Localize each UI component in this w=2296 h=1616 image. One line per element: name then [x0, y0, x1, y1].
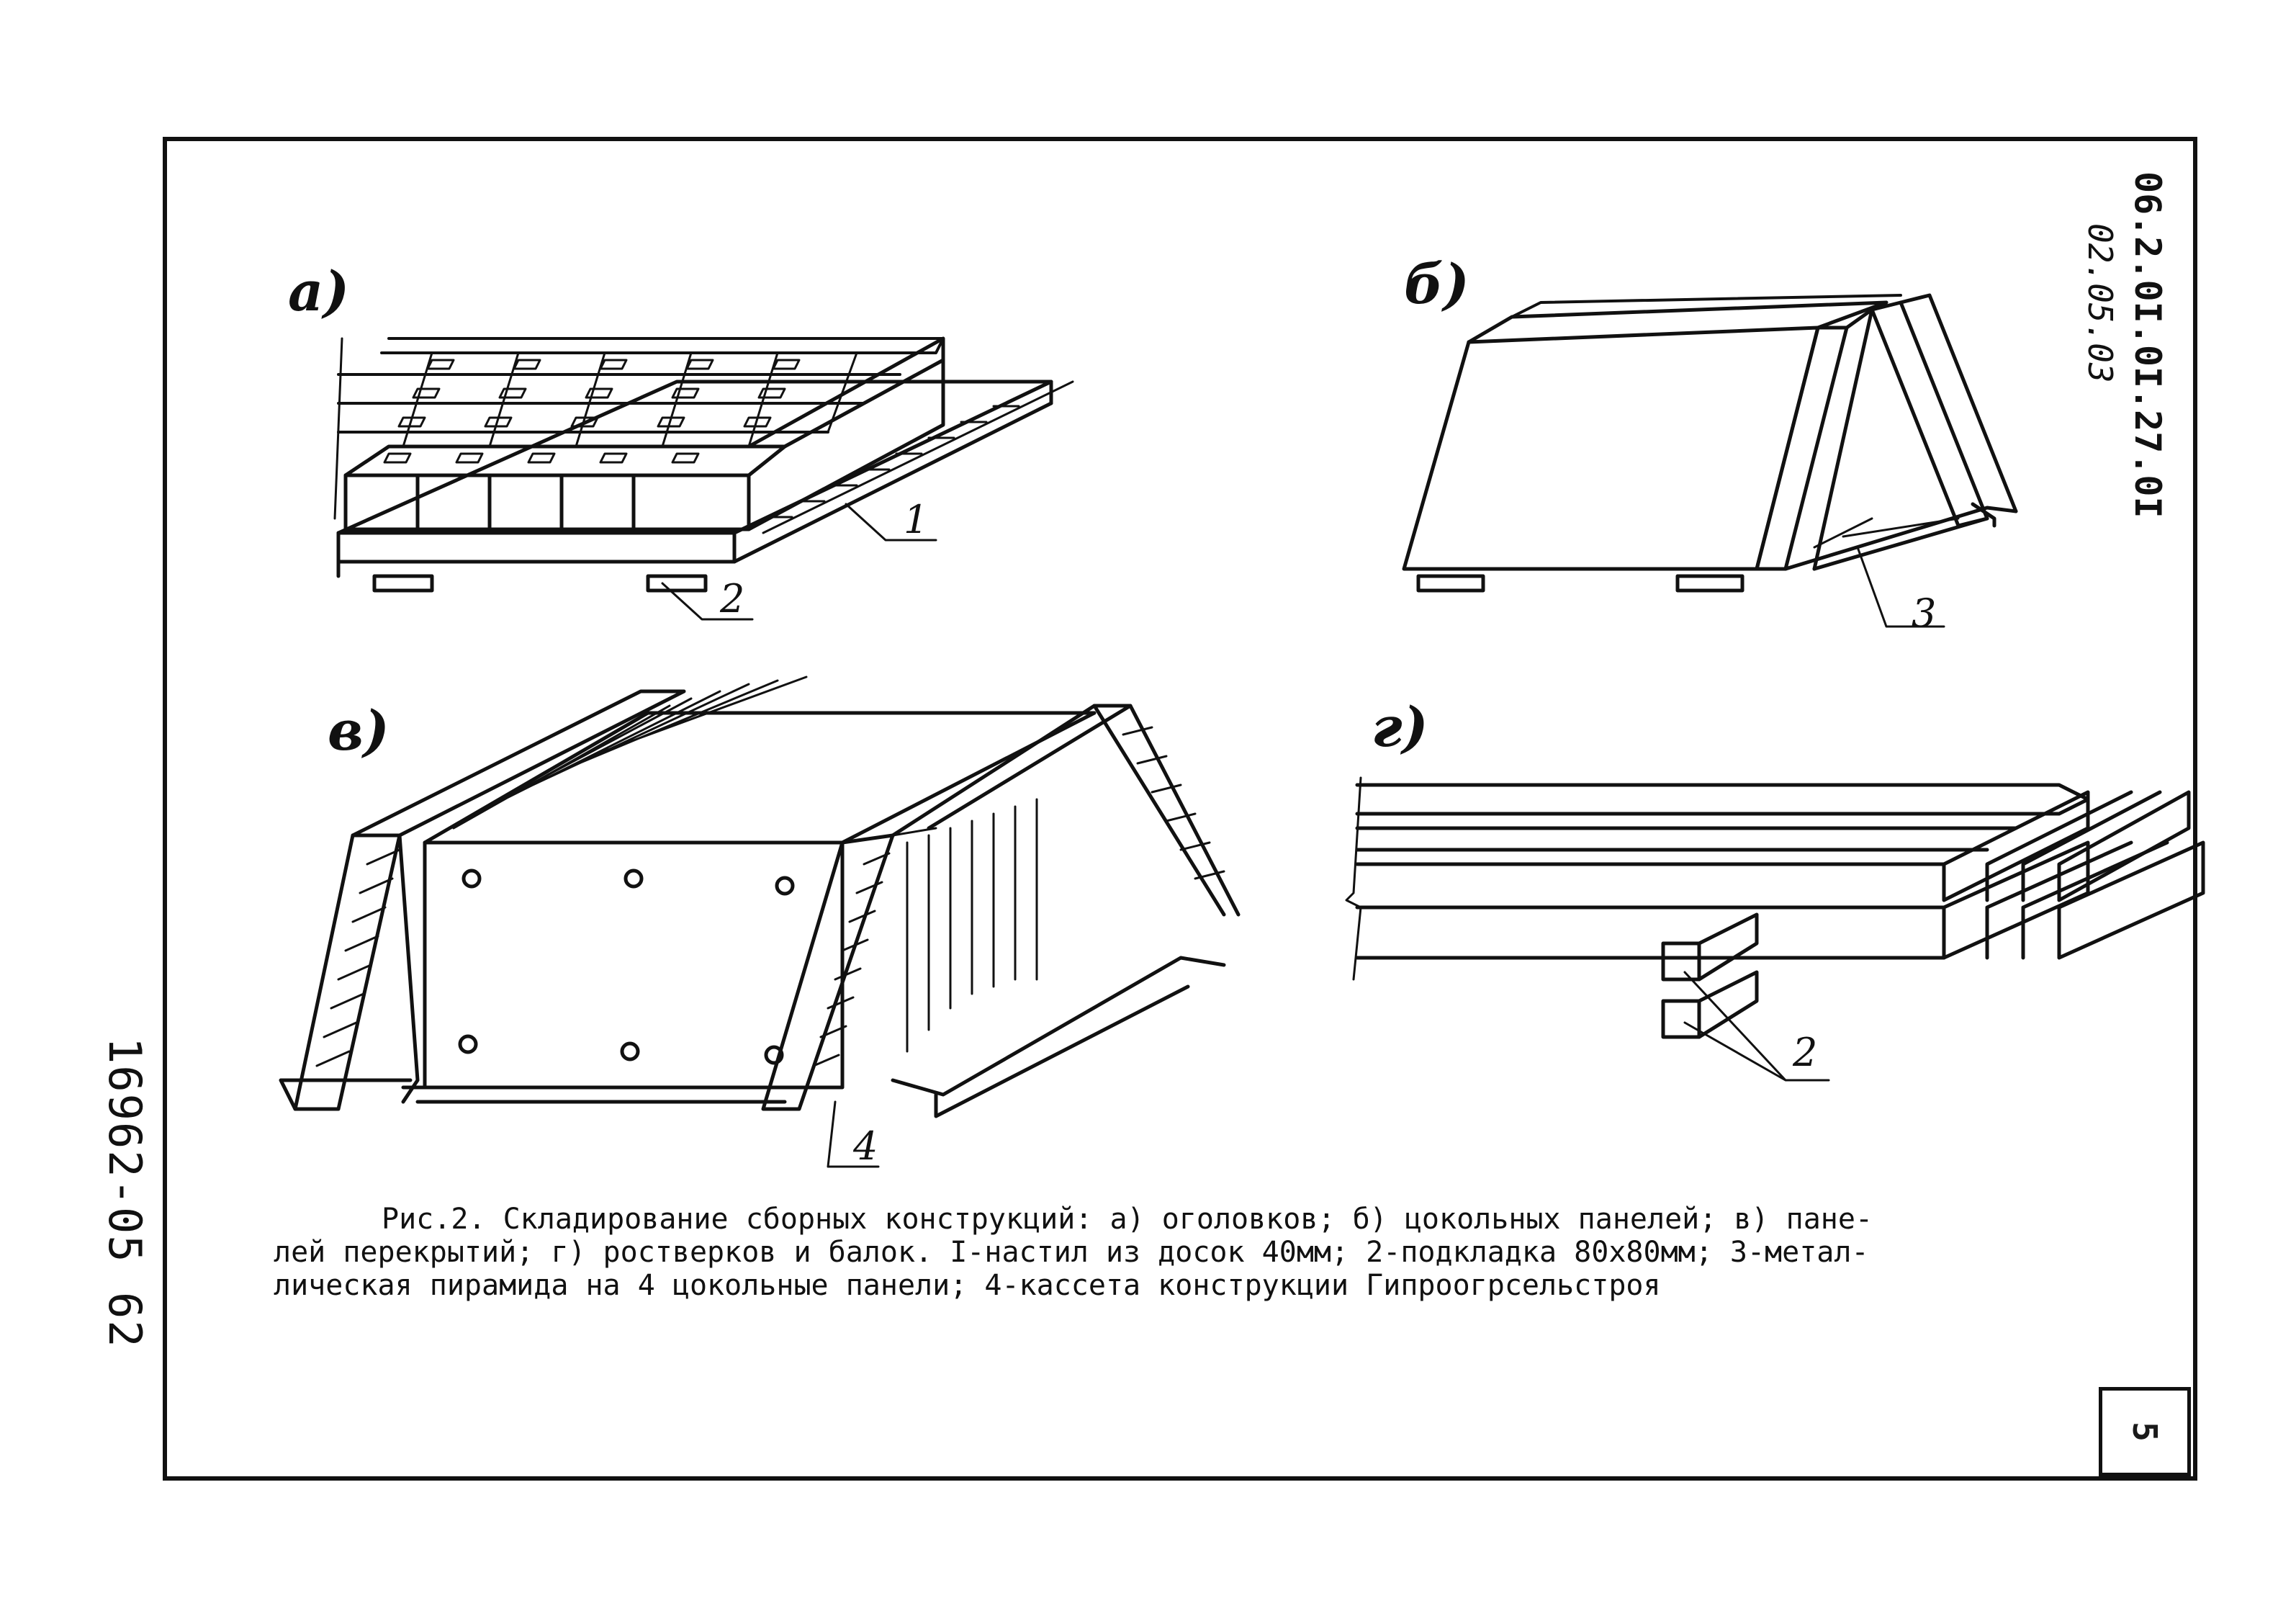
caption-line: Рис.2. Складирование сборных конструкций…	[382, 1203, 1873, 1236]
figure-caption: Рис.2. Складирование сборных конструкций…	[274, 1203, 2117, 1302]
drawing-b-panel-pyramid	[1404, 295, 2016, 627]
callout-2-pads: 2	[1793, 1030, 1818, 1075]
callout-1-deck: 1	[904, 497, 929, 542]
callout-4-cassette: 4	[853, 1123, 878, 1169]
drawing-g-beams	[1346, 778, 2203, 1080]
drawing-frame	[163, 137, 2197, 1481]
page-number-box: 5	[2099, 1387, 2191, 1476]
drawing-a-block-stack	[335, 338, 1073, 619]
panel-label-g: г)	[1372, 695, 1428, 759]
panel-label-v: в)	[328, 699, 390, 763]
drawing-v-cassette	[281, 677, 1238, 1167]
panel-label-a: а)	[288, 259, 350, 323]
caption-line: лическая пирамида на 4 цокольные панели;…	[274, 1269, 1661, 1302]
panel-label-b: б)	[1404, 252, 1469, 316]
callout-3-pyramid: 3	[1912, 591, 1937, 636]
callout-2-support: 2	[720, 576, 745, 621]
caption-line: лей перекрытий; г) ростверков и балок. I…	[274, 1236, 1869, 1269]
